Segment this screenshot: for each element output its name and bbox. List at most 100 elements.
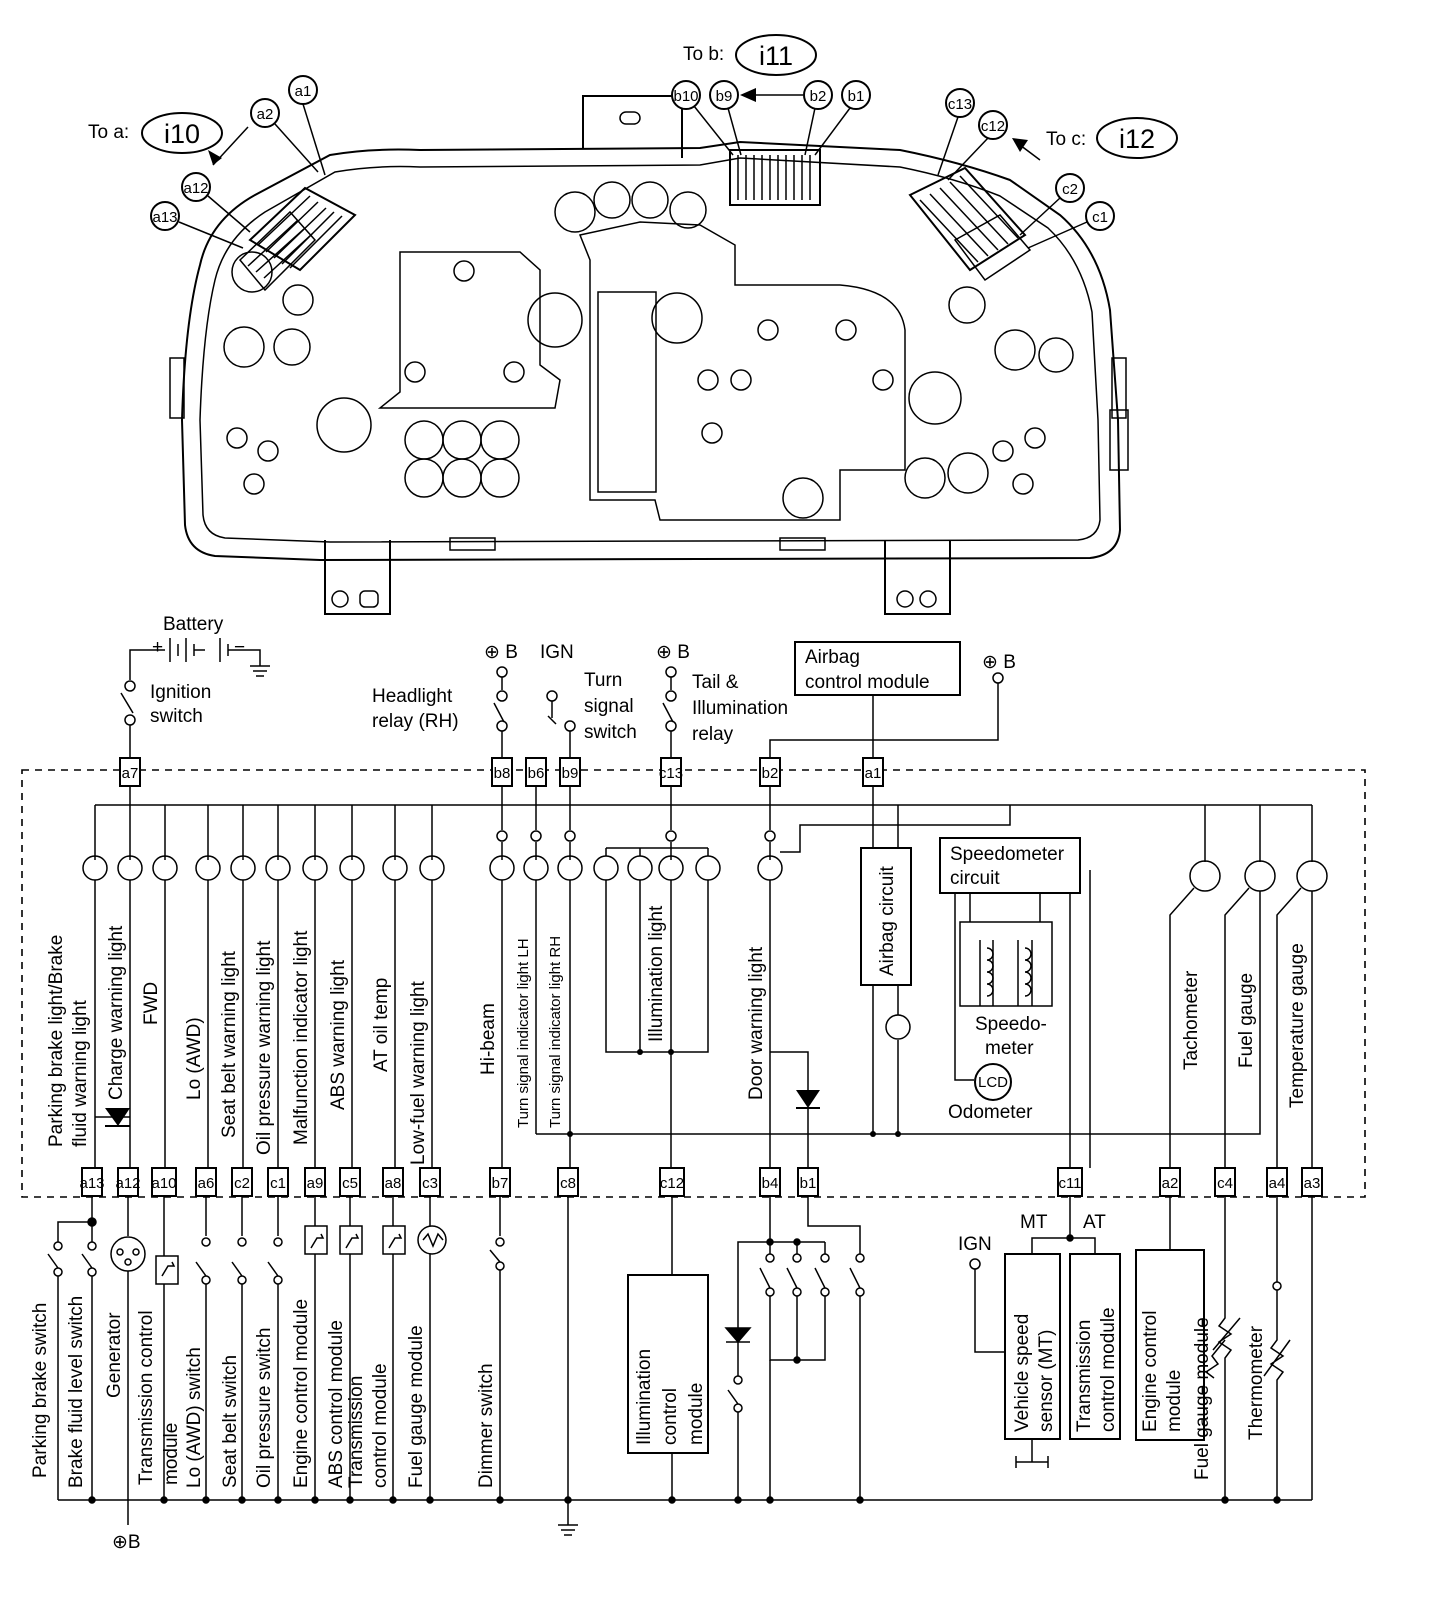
pin-a1: a1 bbox=[295, 83, 312, 100]
svg-text:Illumination: Illumination bbox=[634, 1349, 655, 1445]
svg-text:module: module bbox=[1164, 1370, 1185, 1432]
svg-text:Airbag circuit: Airbag circuit bbox=[877, 865, 898, 976]
i11-label: i11 bbox=[759, 41, 793, 71]
svg-text:Seat belt switch: Seat belt switch bbox=[220, 1355, 241, 1488]
svg-text:Engine control module: Engine control module bbox=[291, 1299, 312, 1488]
svg-text:MT: MT bbox=[1020, 1212, 1048, 1233]
terminal-c5: c5 bbox=[342, 1175, 358, 1192]
terminal-a13: a13 bbox=[79, 1175, 104, 1192]
svg-text:Illumination: Illumination bbox=[692, 698, 788, 719]
connector-a bbox=[238, 186, 357, 292]
terminal-a6: a6 bbox=[198, 1175, 215, 1192]
svg-text:Oil pressure warning light: Oil pressure warning light bbox=[254, 940, 275, 1155]
upper-terminals: a7 b8 b6 b9 c13 b2 a1 bbox=[119, 757, 884, 787]
svg-text:Turn signal indicator light RH: Turn signal indicator light RH bbox=[547, 936, 564, 1128]
svg-text:relay (RH): relay (RH) bbox=[372, 711, 459, 732]
terminal-a9: a9 bbox=[307, 1175, 324, 1192]
svg-text:Parking brake light/Brake: Parking brake light/Brake bbox=[46, 935, 67, 1147]
to-b-label: To b: bbox=[683, 44, 724, 65]
svg-text:Dimmer switch: Dimmer switch bbox=[476, 1363, 497, 1488]
svg-text:sensor (MT): sensor (MT) bbox=[1036, 1330, 1057, 1432]
terminal-b7: b7 bbox=[492, 1175, 509, 1192]
terminal-a8: a8 bbox=[385, 1175, 402, 1192]
terminal-c8: c8 bbox=[560, 1175, 576, 1192]
terminal-a3: a3 bbox=[1304, 1175, 1321, 1192]
svg-text:IGN: IGN bbox=[958, 1234, 992, 1255]
pin-c1: c1 bbox=[1092, 209, 1108, 226]
pin-c2: c2 bbox=[1062, 181, 1078, 198]
svg-text:Speedo-: Speedo- bbox=[975, 1014, 1047, 1035]
meter-rear-view: To a: i10 a1 a2 a12 a13 To b: i11 b10 b9… bbox=[88, 34, 1178, 615]
svg-text:Seat belt warning light: Seat belt warning light bbox=[219, 950, 240, 1138]
terminal-b1: b1 bbox=[800, 1175, 817, 1192]
svg-text:meter: meter bbox=[985, 1038, 1034, 1059]
svg-text:Engine control: Engine control bbox=[1140, 1311, 1161, 1432]
meter-boundary bbox=[21, 769, 1366, 1198]
svg-text:Fuel gauge module: Fuel gauge module bbox=[406, 1325, 427, 1488]
pin-a12: a12 bbox=[183, 180, 208, 197]
speedometer-circuit-box bbox=[939, 837, 1081, 894]
svg-text:Temperature gauge: Temperature gauge bbox=[1287, 943, 1308, 1108]
terminal-b6: b6 bbox=[528, 765, 545, 782]
svg-text:Headlight: Headlight bbox=[372, 686, 453, 707]
to-a-label: To a: bbox=[88, 122, 129, 143]
svg-text:Charge warning light: Charge warning light bbox=[106, 925, 127, 1100]
terminal-a7: a7 bbox=[122, 765, 139, 782]
terminal-a10: a10 bbox=[151, 1175, 176, 1192]
svg-text:Odometer: Odometer bbox=[948, 1102, 1033, 1123]
external-components bbox=[47, 1196, 1313, 1536]
svg-text:control module: control module bbox=[370, 1363, 391, 1488]
svg-text:circuit: circuit bbox=[950, 868, 1000, 889]
svg-text:AT oil temp: AT oil temp bbox=[371, 978, 392, 1072]
svg-text:Oil pressure switch: Oil pressure switch bbox=[254, 1328, 275, 1489]
schematic: Battery + − Ignition switch Headlight re… bbox=[21, 614, 1366, 1553]
svg-text:Turn: Turn bbox=[584, 670, 622, 691]
i10-oval bbox=[141, 112, 223, 154]
terminal-a4: a4 bbox=[1269, 1175, 1286, 1192]
svg-text:Brake fluid level switch: Brake fluid level switch bbox=[66, 1296, 87, 1488]
terminal-c2: c2 bbox=[234, 1175, 250, 1192]
svg-text:Transmission: Transmission bbox=[1074, 1320, 1095, 1432]
svg-text:Parking brake switch: Parking brake switch bbox=[30, 1303, 51, 1478]
component-labels: Parking brake switch Brake fluid level s… bbox=[30, 1212, 1267, 1553]
svg-text:fluid warning light: fluid warning light bbox=[70, 999, 91, 1147]
svg-text:IGN: IGN bbox=[540, 642, 574, 663]
connector-c bbox=[908, 166, 1032, 282]
terminal-c11: c11 bbox=[1058, 1175, 1081, 1192]
svg-text:⊕ B: ⊕ B bbox=[656, 642, 690, 663]
terminal-c12: c12 bbox=[660, 1175, 684, 1192]
terminal-b8: b8 bbox=[494, 765, 511, 782]
svg-text:module: module bbox=[686, 1383, 707, 1445]
pin-b1: b1 bbox=[848, 88, 865, 105]
terminal-c4: c4 bbox=[1217, 1175, 1233, 1192]
battery-label: Battery bbox=[163, 614, 224, 635]
airbag-control-module bbox=[794, 641, 961, 696]
svg-text:control: control bbox=[660, 1388, 681, 1445]
pin-a13: a13 bbox=[152, 209, 177, 226]
terminal-c13: c13 bbox=[659, 765, 683, 782]
svg-text:Transmission control: Transmission control bbox=[136, 1310, 157, 1485]
ignition-label-2: switch bbox=[150, 706, 203, 727]
svg-text:Lo (AWD) switch: Lo (AWD) switch bbox=[184, 1347, 205, 1488]
terminal-a2: a2 bbox=[1162, 1175, 1179, 1192]
svg-text:AT: AT bbox=[1083, 1212, 1106, 1233]
svg-text:Lo (AWD): Lo (AWD) bbox=[184, 1017, 205, 1100]
svg-text:Vehicle speed: Vehicle speed bbox=[1012, 1314, 1033, 1432]
svg-text:Tail &: Tail & bbox=[692, 672, 739, 693]
i12-oval bbox=[1096, 117, 1178, 159]
svg-text:Illumination light: Illumination light bbox=[646, 905, 667, 1042]
svg-text:Thermometer: Thermometer bbox=[1246, 1325, 1267, 1440]
svg-text:Fuel gauge: Fuel gauge bbox=[1236, 973, 1257, 1068]
svg-text:⊕B: ⊕B bbox=[112, 1532, 141, 1553]
svg-text:switch: switch bbox=[584, 722, 637, 743]
terminal-b4: b4 bbox=[762, 1175, 779, 1192]
svg-text:LCD: LCD bbox=[978, 1074, 1008, 1091]
svg-text:Door warning light: Door warning light bbox=[746, 946, 767, 1100]
battery-symbol bbox=[129, 638, 270, 680]
to-c-label: To c: bbox=[1046, 129, 1086, 150]
pin-c12: c12 bbox=[981, 118, 1005, 135]
svg-text:control module: control module bbox=[805, 672, 930, 693]
i10-label: i10 bbox=[164, 119, 200, 149]
